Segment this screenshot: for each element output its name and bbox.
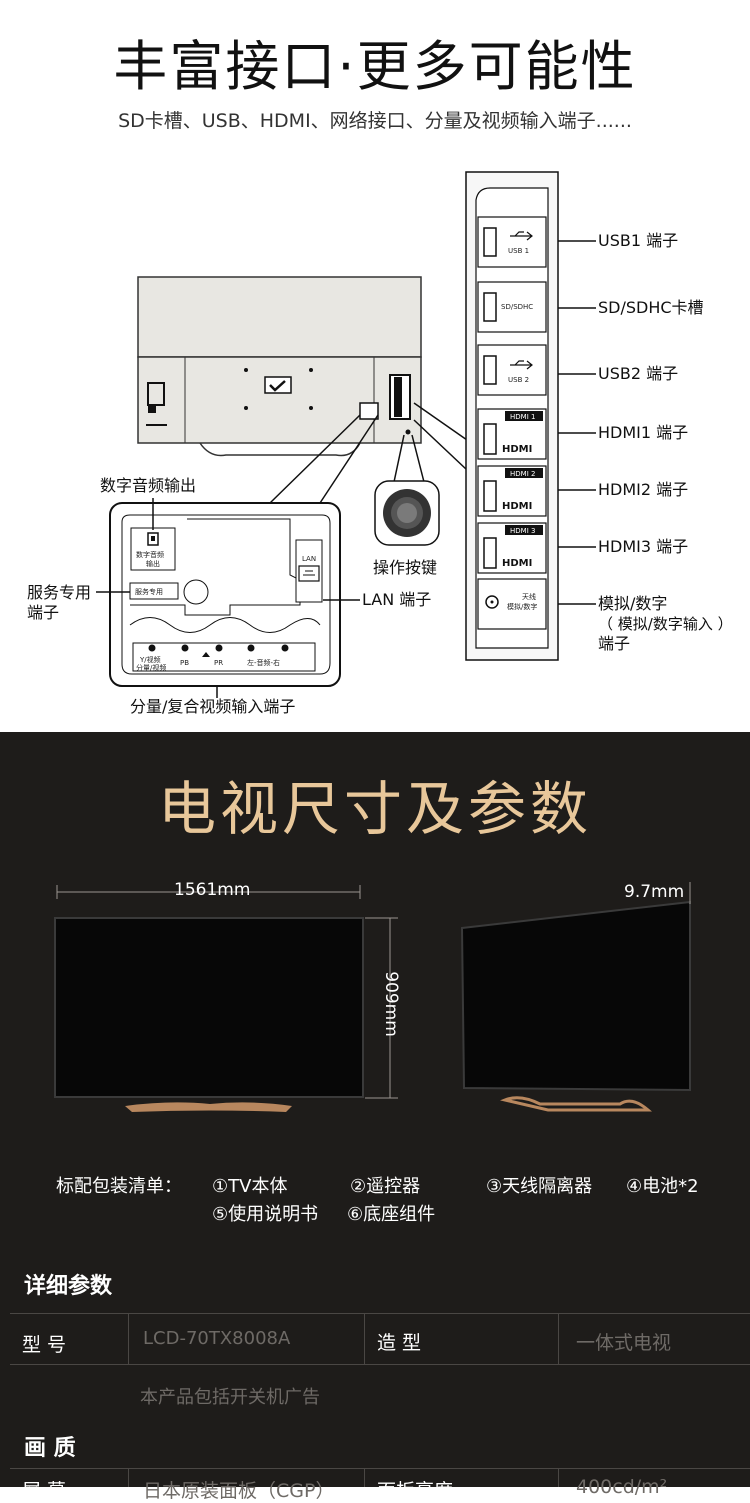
package-item-5: ⑤使用说明书 <box>212 1204 319 1225</box>
height-label: 909mm <box>380 971 401 1037</box>
usb2-label: USB2 端子 <box>598 364 679 383</box>
depth-label: 9.7mm <box>624 882 685 902</box>
lan-label: LAN 端子 <box>362 590 432 609</box>
spec-value-model: LCD-70TX8008A <box>143 1328 291 1349</box>
tv-dimension-illustration <box>54 882 691 1112</box>
tv-angled <box>460 900 691 1092</box>
table-divider <box>128 1468 129 1487</box>
spec-key-model: 型 号 <box>22 1334 67 1356</box>
usb2-small-text: USB 2 <box>508 376 529 384</box>
interfaces-section: 丰富接口·更多可能性 SD卡槽、USB、HDMI、网络接口、分量及视频输入端子.… <box>0 0 750 732</box>
package-label: 标配包装清单： <box>56 1176 182 1197</box>
spec-value-style: 一体式电视 <box>576 1332 672 1354</box>
sd-label: SD/SDHC卡槽 <box>598 298 704 317</box>
spec-key-style: 造 型 <box>377 1332 422 1354</box>
table-divider <box>558 1313 559 1364</box>
hdmi2-logo: HDMI <box>502 501 532 512</box>
interfaces-subtitle: SD卡槽、USB、HDMI、网络接口、分量及视频输入端子...... <box>118 110 632 132</box>
dimensions-title: 电视尺寸及参数 <box>157 775 592 843</box>
hdmi3-label: HDMI3 端子 <box>598 537 689 556</box>
sd-small-text: SD/SDHC <box>501 303 533 311</box>
button-label: 操作按键 <box>373 558 438 577</box>
package-item-2: ②遥控器 <box>350 1176 421 1197</box>
quality-title: 画 质 <box>24 1436 76 1461</box>
y-video-small-1: Y/视频 <box>139 655 161 664</box>
hdmi1-badge: HDMI 1 <box>510 413 535 421</box>
tv-front <box>54 917 364 1098</box>
dimensions-section: 电视尺寸及参数 1561mm 909mm 9.7mm 标配包装清单： ①TV本体… <box>0 732 750 1502</box>
width-label: 1561mm <box>174 880 251 900</box>
component-label: 分量/复合视频输入端子 <box>130 697 296 716</box>
usb1-label: USB1 端子 <box>598 231 679 250</box>
ports-diagram: USB 1 SD/SDHC USB 2 HDMI 1 HDMI 2 HDMI 3… <box>96 171 596 698</box>
hdmi2-badge: HDMI 2 <box>510 470 535 478</box>
tv-back-lower <box>137 356 422 444</box>
hdmi3-logo: HDMI <box>502 558 532 569</box>
audio-small: 左-音频-右 <box>247 658 280 667</box>
pb-small: PB <box>180 659 189 667</box>
pr-small: PR <box>214 659 223 667</box>
table-divider <box>10 1313 750 1314</box>
tv-back-upper <box>137 276 422 358</box>
spec-key-screen: 屏 幕 <box>22 1480 67 1502</box>
hdmi1-label: HDMI1 端子 <box>598 423 689 442</box>
antenna-label-2: （ 模拟/数字输入 ） <box>598 615 733 633</box>
table-divider <box>10 1468 750 1469</box>
table-divider <box>364 1468 365 1487</box>
interfaces-title: 丰富接口·更多可能性 <box>113 35 637 98</box>
usb1-small-text: USB 1 <box>508 247 529 255</box>
digital-audio-label: 数字音频输出 <box>100 476 197 495</box>
table-divider <box>364 1313 365 1364</box>
spec-key-brightness: 面板亮度 <box>377 1480 454 1502</box>
hdmi2-label: HDMI2 端子 <box>598 480 689 499</box>
antenna-label-3: 端子 <box>598 634 631 653</box>
antenna-small-text-1: 天线 <box>522 592 536 601</box>
antenna-label-1: 模拟/数字 <box>598 594 668 613</box>
lan-small: LAN <box>302 555 316 563</box>
spec-value-screen: 日本原装面板（CGP） <box>143 1480 335 1502</box>
antenna-small-text-2: 模拟/数字 <box>507 602 537 611</box>
package-item-1: ①TV本体 <box>212 1176 288 1197</box>
service-label-1: 服务专用 <box>27 583 92 602</box>
spec-note: 本产品包括开关机广告 <box>140 1387 320 1408</box>
service-label-2: 端子 <box>27 603 60 622</box>
hdmi1-logo: HDMI <box>502 444 532 455</box>
hdmi3-badge: HDMI 3 <box>510 527 535 535</box>
digital-audio-small-1: 数字音频 <box>136 550 164 559</box>
digital-audio-small-2: 输出 <box>146 559 160 568</box>
details-title: 详细参数 <box>24 1274 113 1299</box>
spec-value-brightness: 400cd/m² <box>576 1476 668 1498</box>
package-item-6: ⑥底座组件 <box>347 1204 436 1225</box>
service-small: 服务专用 <box>135 587 163 596</box>
y-video-small-2: 分量/视频 <box>136 663 166 672</box>
package-item-4: ④电池*2 <box>626 1176 699 1197</box>
table-divider <box>128 1313 129 1364</box>
table-divider <box>558 1468 559 1487</box>
package-item-3: ③天线隔离器 <box>486 1176 593 1197</box>
hisense-badge <box>264 376 292 394</box>
table-divider <box>10 1364 750 1365</box>
